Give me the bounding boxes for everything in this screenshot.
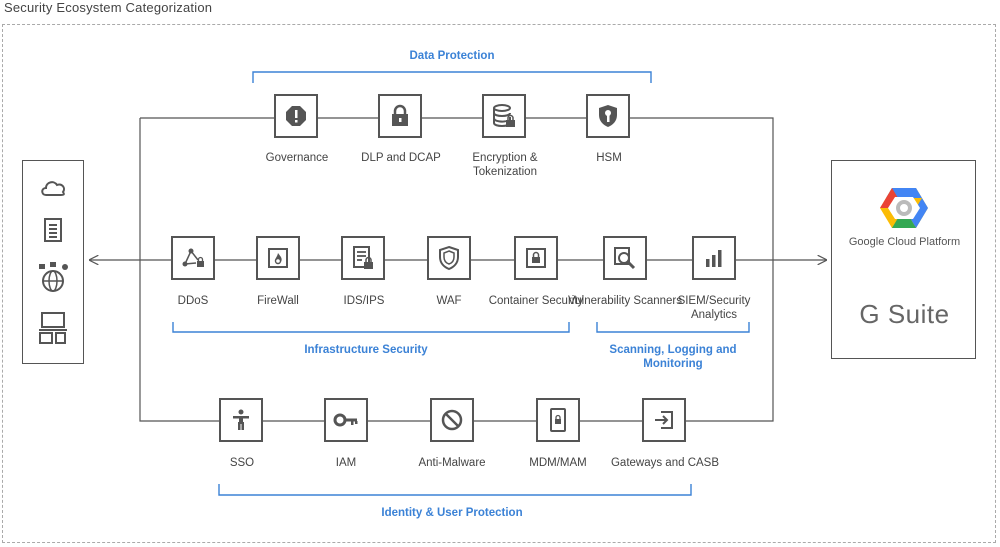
server-rack-icon bbox=[42, 217, 64, 248]
group-label-infrastructure-security: Infrastructure Security bbox=[304, 344, 428, 356]
dlp-dcap-label: DLP and DCAP bbox=[361, 152, 441, 164]
hsm-node bbox=[586, 94, 630, 138]
ids-ips-label: IDS/IPS bbox=[343, 295, 385, 307]
prohibited-icon bbox=[441, 409, 463, 431]
ddos-node bbox=[171, 236, 215, 280]
person-icon bbox=[233, 409, 249, 430]
governance-label: Governance bbox=[265, 152, 329, 164]
document-lock-icon bbox=[353, 246, 373, 269]
siem-security-analytics-label: SIEM/Security Analytics bbox=[677, 295, 751, 321]
firewall-node bbox=[256, 236, 300, 280]
ddos-label: DDoS bbox=[177, 295, 209, 307]
anti-malware-label: Anti-Malware bbox=[418, 457, 486, 469]
sso-label: SSO bbox=[229, 457, 255, 469]
cloud-platforms-panel: Google Cloud Platform G Suite bbox=[831, 160, 976, 359]
mdm-mam-label: MDM/MAM bbox=[529, 457, 587, 469]
shield-icon bbox=[439, 245, 459, 271]
waf-node bbox=[427, 236, 471, 280]
bar-chart-icon bbox=[706, 250, 722, 267]
hsm-label: HSM bbox=[596, 152, 622, 164]
iam-node bbox=[324, 398, 368, 442]
gateway-enter-icon bbox=[655, 411, 673, 429]
siem-security-analytics-node bbox=[692, 236, 736, 280]
vulnerability-scanners-label: Vulnerability Scanners bbox=[568, 295, 682, 307]
group-label-data-protection: Data Protection bbox=[409, 50, 495, 62]
alert-octagon-icon bbox=[286, 106, 306, 126]
gateways-casb-node bbox=[642, 398, 686, 442]
padlock-icon bbox=[392, 104, 408, 126]
iam-label: IAM bbox=[335, 457, 357, 469]
flame-icon bbox=[268, 248, 288, 268]
container-lock-icon bbox=[526, 248, 546, 268]
vulnerability-scanners-node bbox=[603, 236, 647, 280]
devices-icon bbox=[37, 311, 69, 350]
waf-label: WAF bbox=[436, 295, 462, 307]
cloud-icon bbox=[38, 175, 68, 206]
mobile-lock-icon bbox=[550, 408, 566, 432]
firewall-label: FireWall bbox=[257, 295, 299, 307]
governance-node bbox=[274, 94, 318, 138]
ids-ips-node bbox=[341, 236, 385, 280]
sso-node bbox=[219, 398, 263, 442]
globe-network-icon bbox=[36, 261, 70, 300]
shield-key-icon bbox=[599, 105, 617, 127]
search-scan-icon bbox=[614, 247, 636, 270]
mdm-mam-node bbox=[536, 398, 580, 442]
diagram-frame bbox=[2, 24, 996, 543]
diagram-title: Security Ecosystem Categorization bbox=[4, 0, 213, 15]
container-security-label: Container Security bbox=[488, 295, 584, 307]
group-label-scanning-logging-monitoring: Scanning, Logging and Monitoring bbox=[609, 344, 737, 370]
client-endpoints-panel bbox=[22, 160, 84, 364]
gateways-casb-label: Gateways and CASB bbox=[610, 457, 720, 469]
encryption-tokenization-label: Encryption & Tokenization bbox=[472, 152, 538, 178]
key-icon bbox=[333, 413, 358, 427]
anti-malware-node bbox=[430, 398, 474, 442]
group-label-identity-user-protection: Identity & User Protection bbox=[381, 507, 523, 519]
dlp-dcap-node bbox=[378, 94, 422, 138]
encryption-tokenization-node bbox=[482, 94, 526, 138]
gsuite-logo-text: G Suite bbox=[859, 299, 950, 329]
gcp-logo-icon bbox=[878, 185, 930, 236]
container-security-node bbox=[514, 236, 558, 280]
database-lock-icon bbox=[493, 104, 515, 127]
gcp-label: Google Cloud Platform bbox=[848, 236, 961, 248]
network-lock-icon bbox=[182, 248, 204, 267]
